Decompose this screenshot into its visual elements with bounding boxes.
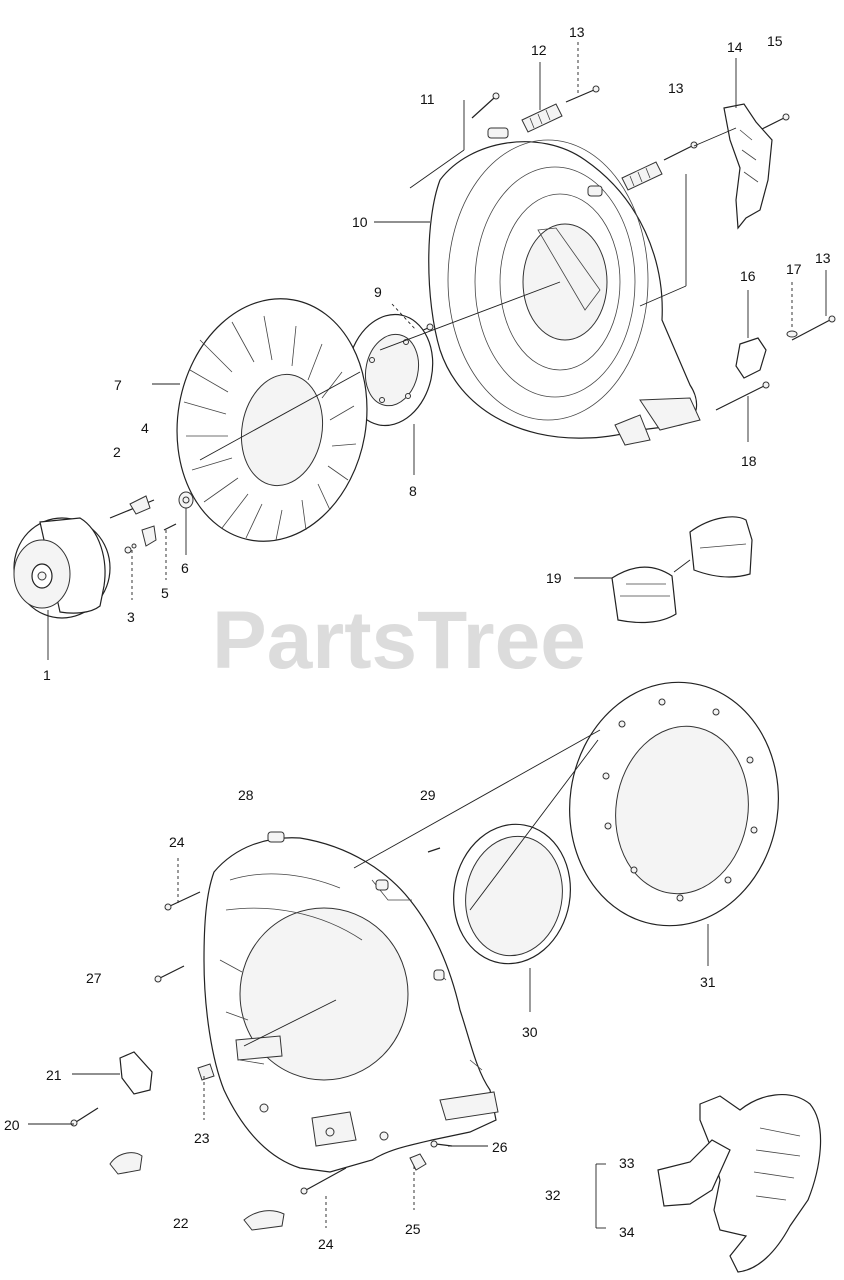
ring-plate — [346, 313, 434, 427]
callout-16: 16 — [740, 268, 756, 284]
callout-17: 17 — [786, 261, 802, 277]
callout-27: 27 — [86, 970, 102, 986]
callout-29: 29 — [420, 787, 436, 803]
callout-2: 2 — [113, 444, 121, 460]
hardware-set — [109, 491, 194, 554]
callout-6: 6 — [181, 560, 189, 576]
fan-housing-cover — [428, 127, 701, 446]
callout-25: 25 — [405, 1221, 421, 1237]
bracket — [723, 103, 773, 230]
intake-disc — [569, 681, 779, 927]
clip — [197, 1063, 215, 1081]
callout-32: 32 — [545, 1187, 561, 1203]
nut — [409, 1153, 427, 1171]
screw — [70, 1107, 99, 1127]
callout-10: 10 — [352, 214, 368, 230]
callout-26: 26 — [492, 1139, 508, 1155]
callout-18: 18 — [741, 453, 757, 469]
screw — [471, 92, 500, 119]
blower-housing — [203, 831, 499, 1173]
leader-lines — [28, 42, 827, 1229]
callout-11: 11 — [420, 91, 435, 107]
screw — [715, 381, 770, 411]
washer — [786, 330, 798, 338]
callout-21: 21 — [46, 1067, 62, 1083]
callout-12: 12 — [531, 42, 547, 58]
cable-clip — [109, 1152, 285, 1231]
callout-15: 15 — [767, 33, 783, 49]
screw — [164, 891, 347, 1195]
callout-24a: 24 — [169, 834, 185, 850]
callout-3: 3 — [127, 609, 135, 625]
callout-9: 9 — [374, 284, 382, 300]
callout-13b: 13 — [668, 80, 684, 96]
gasket-ring — [453, 823, 571, 965]
callout-7: 7 — [114, 377, 122, 393]
shroud-halves — [611, 516, 753, 624]
callout-30: 30 — [522, 1024, 538, 1040]
callout-33: 33 — [619, 1155, 635, 1171]
callout-24b: 24 — [318, 1236, 334, 1252]
watermark: PartsTree — [212, 595, 586, 686]
callout-23: 23 — [194, 1130, 210, 1146]
callout-28: 28 — [238, 787, 254, 803]
callout-22: 22 — [173, 1215, 189, 1231]
throttle-bracket — [119, 1051, 153, 1095]
callout-13c: 13 — [815, 250, 831, 266]
handle-assembly — [657, 1093, 822, 1273]
callout-19: 19 — [546, 570, 562, 586]
callout-4: 4 — [141, 420, 149, 436]
callout-34: 34 — [619, 1224, 635, 1240]
screw — [565, 85, 836, 341]
callout-14: 14 — [727, 39, 743, 55]
callout-8: 8 — [409, 483, 417, 499]
callout-20: 20 — [4, 1117, 20, 1133]
callout-1: 1 — [43, 667, 51, 683]
callout-labels: 1 2 3 4 5 6 7 8 9 10 11 12 13 13 13 14 1… — [4, 24, 831, 1252]
flywheel-hub — [13, 517, 111, 619]
clip — [735, 337, 767, 379]
damper-spring — [521, 103, 663, 191]
screw — [154, 965, 185, 983]
callout-5: 5 — [161, 585, 169, 601]
callout-13a: 13 — [569, 24, 585, 40]
screw — [427, 847, 441, 853]
callout-31: 31 — [700, 974, 716, 990]
